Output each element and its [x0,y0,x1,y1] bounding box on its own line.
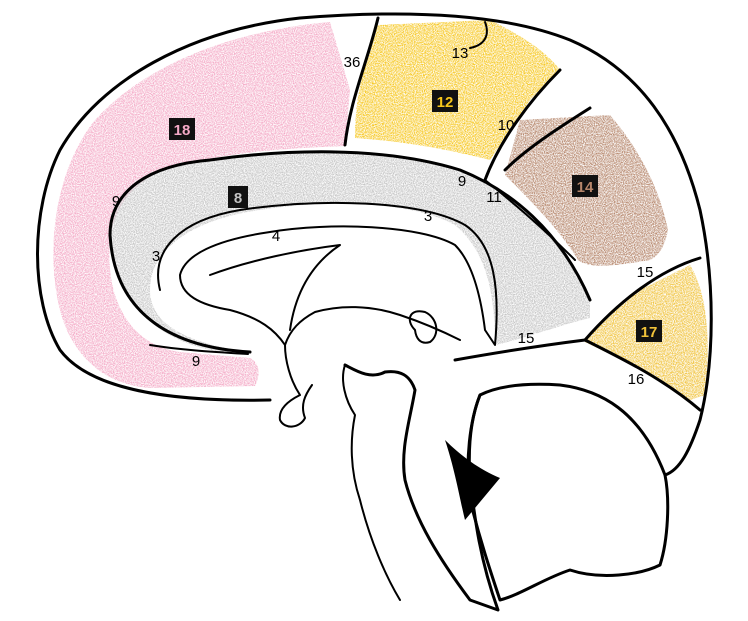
fornix-line [209,244,341,331]
calcarine-sulcus [453,338,702,412]
area-12-label: 12 [432,90,458,112]
sulcus-36 [343,16,380,147]
area-14-label: 14 [572,175,598,197]
label-11: 11 [486,189,502,206]
area-8-label: 8 [228,186,248,208]
cerebellum-outline [466,382,670,602]
fourth-ventricle-wedge [445,440,500,520]
label-9-top-right: 9 [458,173,466,190]
label-15-mid: 15 [518,330,535,347]
ventricle-outline [157,201,498,346]
area-18-label: 18 [169,118,195,140]
label-9-left: 9 [112,193,120,210]
svg-text:12: 12 [437,94,454,111]
label-9-bottom: 9 [192,353,200,370]
svg-text:18: 18 [174,122,191,139]
sulcus-3-right [484,179,576,261]
label-36: 36 [344,54,361,71]
svg-text:17: 17 [641,324,658,341]
svg-text:8: 8 [234,190,242,207]
thalamus-line [284,306,461,346]
sulcus-14-boundary [503,106,592,172]
sulcus-9-bottom [149,344,249,355]
sulcus-12-boundary [483,68,562,182]
corpus-callosum-outline [108,150,592,354]
label-13: 13 [452,45,469,62]
area-17-label: 17 [636,320,662,342]
label-16: 16 [628,371,645,388]
label-3-left: 3 [152,248,160,265]
label-10: 10 [498,117,515,134]
label-3-right: 3 [424,208,432,225]
sulcus-15-right [583,256,702,342]
svg-text:14: 14 [577,179,594,196]
brainstem-inner-line [342,364,401,601]
label-4: 4 [272,228,280,245]
hemisphere-outline [36,12,713,477]
label-15-right: 15 [637,264,654,281]
sulcus-13 [469,21,488,49]
pineal-outline [408,310,438,344]
hypothalamus-line [278,344,313,428]
region-area-18 [53,22,350,388]
